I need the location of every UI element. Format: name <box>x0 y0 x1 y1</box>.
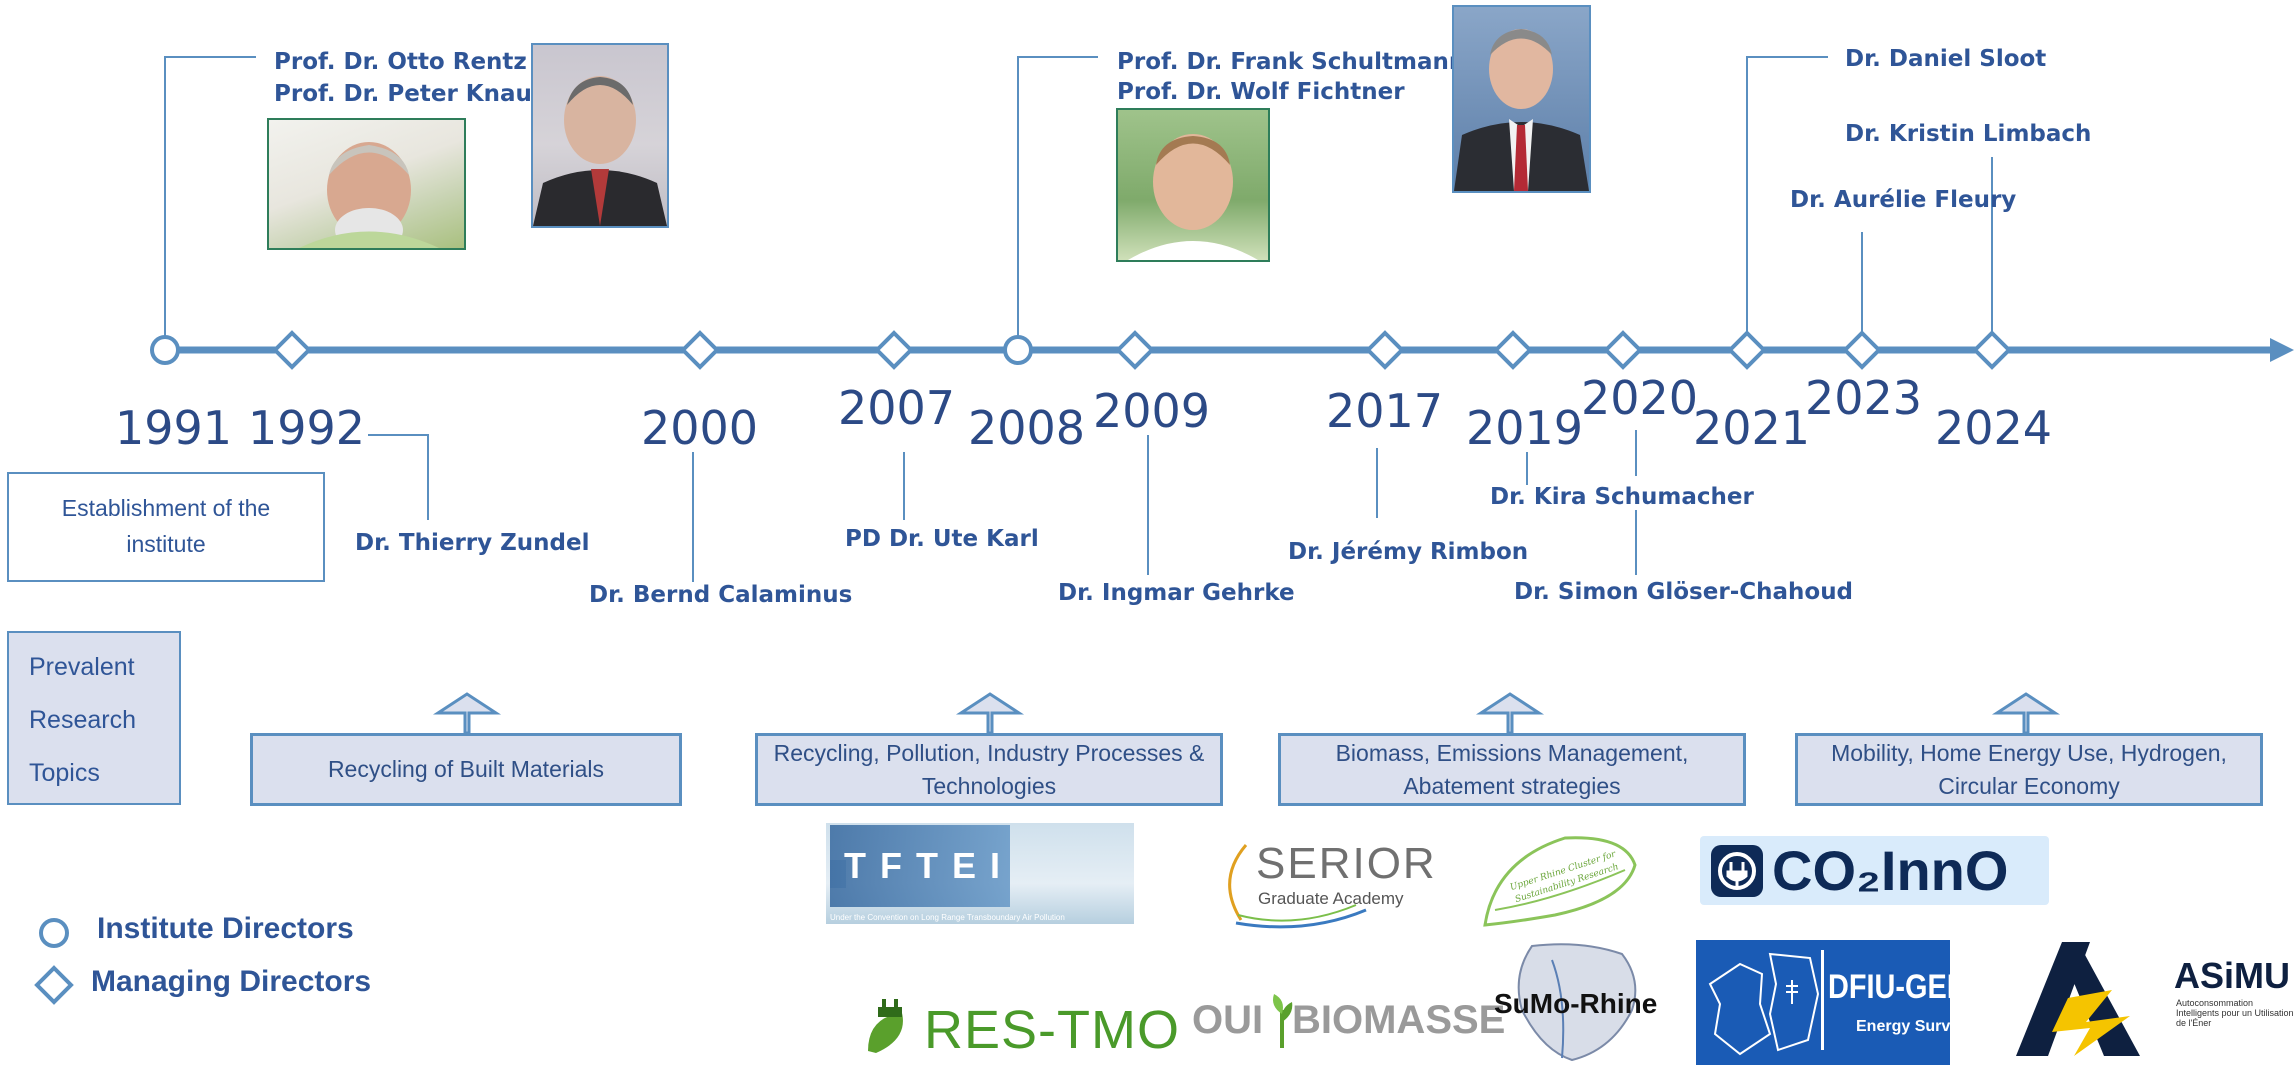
topic-arrow-3 <box>1475 692 1545 735</box>
logo-a-mark <box>2012 938 2144 1060</box>
legend-diamond-icon <box>34 965 74 1005</box>
legend-managing-directors: Managing Directors <box>91 965 372 998</box>
year-2000: 2000 <box>641 401 759 455</box>
year-1991: 1991 <box>115 401 233 455</box>
name-wolf-fichtner: Prof. Dr. Wolf Fichtner <box>1117 79 1405 105</box>
connector-1992 <box>368 434 429 520</box>
tftei-text: TFTEI <box>844 845 1014 886</box>
topic-biomass-emissions: Biomass, Emissions Management, Abatement… <box>1278 733 1746 806</box>
year-2009: 2009 <box>1093 384 1211 438</box>
year-2020: 2020 <box>1581 371 1699 425</box>
name-daniel-sloot: Dr. Daniel Sloot <box>1845 46 2047 72</box>
a-mark-icon <box>2016 942 2140 1056</box>
topic-arrow-4 <box>1991 692 2061 735</box>
marker-circle-1991 <box>150 335 180 365</box>
marker-diamond-2020 <box>1603 330 1643 370</box>
marker-diamond-2019 <box>1493 330 1533 370</box>
dfiu-gem-subtext: Energy Survey <box>1856 1018 1969 1035</box>
marker-diamond-2009 <box>1115 330 1155 370</box>
logo-res-tmo: RES-TMO <box>862 995 1179 1060</box>
asimut-subtext: Autoconsommation Intelligents pour un Ut… <box>2176 999 2294 1028</box>
year-1992: 1992 <box>248 401 366 455</box>
topic-recycling-pollution: Recycling, Pollution, Industry Processes… <box>755 733 1223 806</box>
biomasse-text: BIOMASSE <box>1292 998 1506 1042</box>
serior-subtext: Graduate Academy <box>1258 889 1404 908</box>
connector-2021 <box>1746 56 1828 340</box>
logo-serior: SERIOR Graduate Academy <box>1216 835 1435 930</box>
co2inno-text: CO₂InnO <box>1772 839 2009 902</box>
name-ute-karl: PD Dr. Ute Karl <box>845 526 1039 552</box>
logo-co2inno: CO₂InnO <box>1700 836 2049 905</box>
topic-arrow-1 <box>432 692 502 735</box>
marker-diamond-2023 <box>1842 330 1882 370</box>
map-icon <box>1708 952 1820 1056</box>
year-2017: 2017 <box>1326 384 1444 438</box>
name-simon-gloeser: Dr. Simon Glöser-Chahoud <box>1514 579 1854 605</box>
portrait-otto-rentz <box>267 118 466 250</box>
logo-asimut: ASiMU Autoconsommation Intelligents pour… <box>2174 955 2294 1035</box>
name-otto-rentz: Prof. Dr. Otto Rentz <box>274 49 527 75</box>
name-ingmar-gehrke: Dr. Ingmar Gehrke <box>1058 580 1295 606</box>
logo-tftei: TFTEI Under the Convention on Long Range… <box>826 823 1134 924</box>
sprout-icon <box>1273 994 1293 1048</box>
marker-diamond-2024 <box>1972 330 2012 370</box>
dfiu-gem-text: DFIU-GEM <box>1828 968 1971 1006</box>
establishment-box: Establishment of the institute <box>7 472 325 582</box>
leaf-plug-icon <box>868 999 903 1053</box>
name-bernd-calaminus: Dr. Bernd Calaminus <box>589 582 853 608</box>
logo-dfiu-gem: DFIU-GEM Energy Survey <box>1696 940 1971 1065</box>
marker-diamond-2017 <box>1365 330 1405 370</box>
portrait-peter-knauth <box>531 43 669 228</box>
marker-diamond-2021 <box>1727 330 1767 370</box>
logo-upper-rhine-cluster: Upper Rhine Cluster for Sustainability R… <box>1475 830 1650 930</box>
timeline-arrowhead <box>2270 338 2294 362</box>
topics-heading: Prevalent Research Topics <box>7 631 181 805</box>
serior-text: SERIOR <box>1256 839 1437 888</box>
year-2023: 2023 <box>1805 371 1923 425</box>
name-kristin-limbach: Dr. Kristin Limbach <box>1845 121 2092 147</box>
asimut-text: ASiMU <box>2174 955 2290 996</box>
sumo-rhine-text: SuMo-Rhine <box>1494 988 1658 1019</box>
name-peter-knauth: Prof. Dr. Peter Knauth <box>274 81 560 107</box>
topic-arrow-2 <box>955 692 1025 735</box>
tftei-subtext: Under the Convention on Long Range Trans… <box>830 913 1065 922</box>
res-tmo-text: RES-TMO <box>924 1000 1180 1060</box>
connector-2008 <box>1017 56 1098 340</box>
legend-institute-directors: Institute Directors <box>97 912 354 945</box>
year-2007: 2007 <box>838 381 956 435</box>
legend-circle-icon <box>39 918 69 948</box>
name-aurelie-fleury: Dr. Aurélie Fleury <box>1790 187 2017 213</box>
topic-mobility-energy: Mobility, Home Energy Use, Hydrogen, Cir… <box>1795 733 2263 806</box>
connector-1991 <box>164 56 256 340</box>
portrait-frank-schultmann <box>1452 5 1591 193</box>
year-2008: 2008 <box>968 401 1086 455</box>
marker-diamond-1992 <box>272 330 312 370</box>
logo-sumo-rhine: SuMo-Rhine <box>1492 940 1667 1065</box>
plug-icon <box>1711 845 1763 897</box>
name-frank-schultmann: Prof. Dr. Frank Schultmann <box>1117 49 1466 75</box>
year-2024: 2024 <box>1935 401 2053 455</box>
logo-oui-biomasse: OUI BIOMASSE <box>1192 992 1505 1052</box>
year-2019: 2019 <box>1466 401 1584 455</box>
topic-recycling-built-materials: Recycling of Built Materials <box>250 733 682 806</box>
oui-text: OUI <box>1192 998 1264 1042</box>
name-kira-schumacher: Dr. Kira Schumacher <box>1490 484 1754 510</box>
name-thierry-zundel: Dr. Thierry Zundel <box>355 530 590 556</box>
name-jeremy-rimbon: Dr. Jérémy Rimbon <box>1288 539 1529 565</box>
marker-circle-2008 <box>1003 335 1033 365</box>
portrait-wolf-fichtner <box>1116 108 1270 262</box>
year-2021: 2021 <box>1693 401 1811 455</box>
marker-diamond-2000 <box>680 330 720 370</box>
marker-diamond-2007 <box>874 330 914 370</box>
